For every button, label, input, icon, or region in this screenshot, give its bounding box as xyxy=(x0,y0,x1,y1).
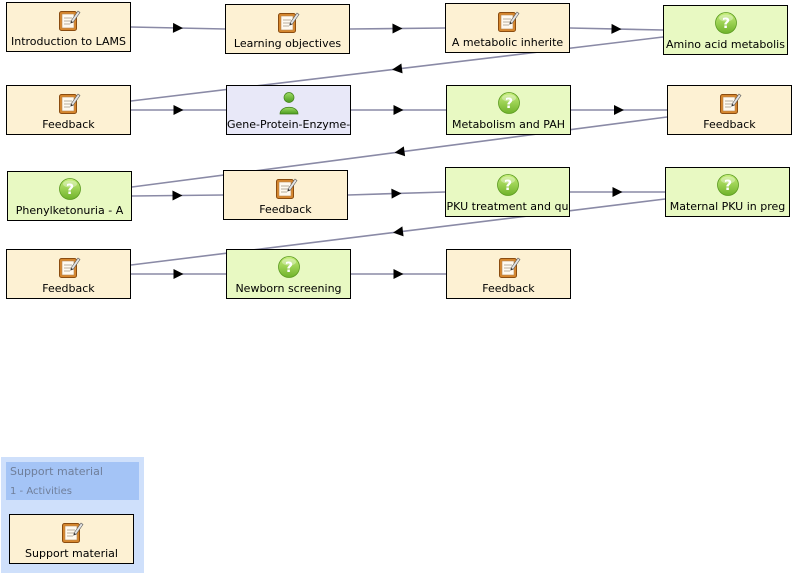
activity-a2[interactable]: Learning objectives xyxy=(225,4,350,54)
support-panel-title: Support material xyxy=(10,465,103,478)
notebook-icon xyxy=(718,91,742,115)
question-icon: ? xyxy=(716,173,740,197)
svg-text:?: ? xyxy=(503,178,511,194)
transition-arrowhead xyxy=(392,63,403,74)
notebook-icon xyxy=(57,8,81,32)
transition-arrowhead xyxy=(392,23,403,34)
activity-label: Feedback xyxy=(259,203,312,216)
activity-label: Amino acid metabolis xyxy=(666,38,785,51)
notebook-icon xyxy=(60,520,84,544)
transition-arrowhead xyxy=(612,187,623,197)
activity-label: Support material xyxy=(25,547,118,560)
transition-arrowhead xyxy=(172,22,183,33)
question-icon: ? xyxy=(58,177,82,201)
notebook-icon xyxy=(497,255,521,279)
activity-a4[interactable]: ? Amino acid metabolis xyxy=(663,5,788,55)
activity-label: Feedback xyxy=(703,118,756,131)
activity-label: Metabolism and PAH xyxy=(452,118,565,131)
transition-arrowhead xyxy=(394,146,406,157)
svg-text:?: ? xyxy=(723,178,731,194)
activity-a7[interactable]: ? Metabolism and PAH xyxy=(446,85,571,135)
activity-a1[interactable]: Introduction to LAMS xyxy=(6,2,131,52)
activity-label: Phenylketonuria - A xyxy=(15,204,124,217)
activity-label: PKU treatment and qu xyxy=(446,200,569,213)
activity-a9[interactable]: ? Phenylketonuria - A xyxy=(7,171,132,221)
svg-text:?: ? xyxy=(721,16,729,32)
question-icon: ? xyxy=(277,255,301,279)
question-icon: ? xyxy=(496,173,520,197)
activity-a6[interactable]: Gene-Protein-Enzyme- xyxy=(226,85,351,135)
activity-label: Learning objectives xyxy=(233,37,342,50)
activity-a3[interactable]: A metabolic inherite xyxy=(445,3,570,53)
activity-a12[interactable]: ? Maternal PKU in preg xyxy=(665,167,790,217)
question-icon: ? xyxy=(714,11,738,35)
transition-arrowhead xyxy=(393,226,404,237)
activity-label: Gene-Protein-Enzyme- xyxy=(227,118,351,131)
transition-arrowhead xyxy=(393,269,404,279)
activity-label: Feedback xyxy=(482,282,535,295)
support-material-activity[interactable]: Support material xyxy=(9,514,134,564)
svg-text:?: ? xyxy=(65,182,73,198)
transition-arrowhead xyxy=(614,105,624,115)
notebook-icon xyxy=(274,176,298,200)
activity-a8[interactable]: Feedback xyxy=(667,85,792,135)
activity-a10[interactable]: Feedback xyxy=(223,170,348,220)
transition-arrowhead xyxy=(173,269,184,279)
activity-label: Maternal PKU in preg xyxy=(669,200,786,213)
svg-text:?: ? xyxy=(284,260,292,276)
transition-arrowhead xyxy=(393,105,404,115)
activity-label: Feedback xyxy=(42,282,95,295)
support-material-header xyxy=(6,462,139,500)
transition-arrowhead xyxy=(391,188,402,199)
svg-text:?: ? xyxy=(504,96,512,112)
activity-label: A metabolic inherite xyxy=(451,36,564,49)
notebook-icon xyxy=(57,255,81,279)
activity-label: Feedback xyxy=(42,118,95,131)
activity-a5[interactable]: Feedback xyxy=(6,85,131,135)
transition-arrowhead xyxy=(172,190,183,201)
activity-a13[interactable]: Feedback xyxy=(6,249,131,299)
activity-a11[interactable]: ? PKU treatment and qu xyxy=(445,167,570,217)
question-icon: ? xyxy=(497,91,521,115)
transition-arrowhead xyxy=(611,23,622,34)
person-icon xyxy=(277,91,301,115)
activity-label: Introduction to LAMS xyxy=(10,35,127,48)
support-panel-subtitle: 1 - Activities xyxy=(10,486,72,497)
transition-arrowhead xyxy=(173,105,184,115)
activity-a14[interactable]: ? Newborn screening xyxy=(226,249,351,299)
notebook-icon xyxy=(57,91,81,115)
activity-label: Newborn screening xyxy=(235,282,342,295)
activity-a15[interactable]: Feedback xyxy=(446,249,571,299)
notebook-icon xyxy=(276,10,300,34)
notebook-icon xyxy=(496,9,520,33)
